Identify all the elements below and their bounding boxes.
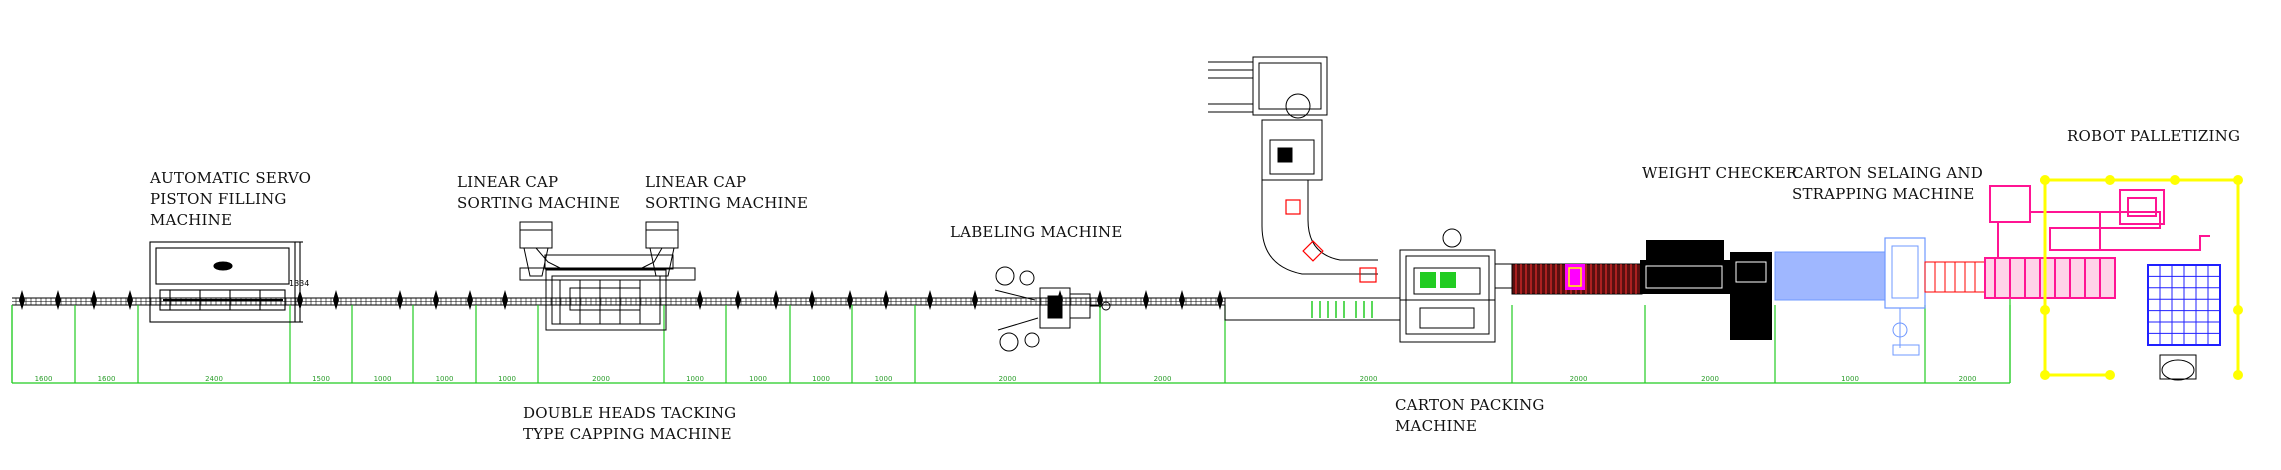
palletizer-base xyxy=(2159,354,2197,381)
bottle-rows xyxy=(1311,301,1373,318)
dimension-value: 1000 xyxy=(1841,375,1859,383)
label-capping-machine: DOUBLE HEADS TACKING TYPE CAPPING MACHIN… xyxy=(523,403,736,445)
dimension-value: 1600 xyxy=(35,375,53,383)
dimension-value: 2000 xyxy=(1701,375,1719,383)
weight-checker-line-1: WEIGHT CHECKER xyxy=(1642,164,1798,182)
label-carton-sealing: CARTON SELAING AND STRAPPING MACHINE xyxy=(1792,163,1983,205)
dimension-values: 1600 1600 2400 1500 1000 1000 1000 2000 1000 1000… xyxy=(35,375,1977,383)
label-carton-packing: CARTON PACKING MACHINE xyxy=(1395,395,1545,437)
label-cap-sorting-1: LINEAR CAP SORTING MACHINE xyxy=(457,172,620,214)
robot-arm-frame xyxy=(2040,178,2240,377)
packing-green-blocks xyxy=(1420,272,1456,288)
label-labeling-machine: LABELING MACHINE xyxy=(950,222,1122,243)
dimension-value: 2000 xyxy=(1570,375,1588,383)
conveyor-star-wheels xyxy=(19,290,1223,310)
label-cap-sorting-2: LINEAR CAP SORTING MACHINE xyxy=(645,172,808,214)
cap-sorter-1 xyxy=(519,221,561,277)
dimension-ticks xyxy=(11,305,2011,383)
dimension-value: 1000 xyxy=(686,375,704,383)
cap-sorting-1-line-2: SORTING MACHINE xyxy=(457,194,621,212)
dimension-value: 1000 xyxy=(436,375,454,383)
capping-machine xyxy=(519,254,696,331)
star-wheel xyxy=(502,290,508,310)
filler-height-dim: 1334 xyxy=(289,279,309,288)
star-wheel xyxy=(883,290,889,310)
carton-infeed-machine xyxy=(1208,56,1378,275)
dimension-value: 2000 xyxy=(1154,375,1172,383)
robot-arm-joints xyxy=(2040,175,2243,380)
filling-line-1: AUTOMATIC SERVO xyxy=(150,169,312,187)
sealer-to-robot-conveyor xyxy=(1924,261,1986,293)
star-wheel xyxy=(397,290,403,310)
filling-line-2: PISTON FILLING xyxy=(150,190,287,208)
star-wheel xyxy=(333,290,339,310)
dimension-value: 2400 xyxy=(205,375,223,383)
dimension-value: 2000 xyxy=(1959,375,1977,383)
robot-frame xyxy=(1984,185,2210,299)
star-wheel xyxy=(735,290,741,310)
carton-sealing-machine xyxy=(1774,237,1926,356)
cap-sorter-2 xyxy=(641,221,679,277)
carton-highlight xyxy=(1565,264,1585,290)
star-wheel xyxy=(1097,290,1103,310)
carton-packing-line-2: MACHINE xyxy=(1395,417,1478,435)
labeling-line-1: LABELING MACHINE xyxy=(950,223,1123,241)
star-wheel xyxy=(19,290,25,310)
carton-sealing-line-2: STRAPPING MACHINE xyxy=(1792,185,1975,203)
star-wheel xyxy=(467,290,473,310)
dimension-value: 1600 xyxy=(98,375,116,383)
star-wheel xyxy=(697,290,703,310)
carton-markers xyxy=(1285,199,1377,283)
carton-packing-machine xyxy=(1399,228,1512,343)
main-conveyor xyxy=(12,297,1225,306)
star-wheel xyxy=(1143,290,1149,310)
dimension-value: 2000 xyxy=(1360,375,1378,383)
labeling-machine xyxy=(994,266,1111,352)
weight-checker-unit xyxy=(1640,240,1772,340)
capping-line-2: TYPE CAPPING MACHINE xyxy=(523,425,732,443)
dimension-value: 2000 xyxy=(999,375,1017,383)
dimension-value: 2000 xyxy=(592,375,610,383)
star-wheel xyxy=(433,290,439,310)
star-wheel xyxy=(972,290,978,310)
carton-packing-line-1: CARTON PACKING xyxy=(1395,396,1545,414)
label-robot-palletizing: ROBOT PALLETIZING xyxy=(2067,126,2240,147)
dimension-value: 1000 xyxy=(749,375,767,383)
star-wheel xyxy=(127,290,133,310)
star-wheel xyxy=(773,290,779,310)
cap-sorting-2-line-2: SORTING MACHINE xyxy=(645,194,809,212)
dimension-value: 1000 xyxy=(812,375,830,383)
star-wheel xyxy=(927,290,933,310)
pallet-grid xyxy=(2147,264,2221,346)
label-weight-checker: WEIGHT CHECKER xyxy=(1642,163,1797,184)
robot-line-1: ROBOT PALLETIZING xyxy=(2067,127,2241,145)
cap-sorting-2-line-1: LINEAR CAP xyxy=(645,173,747,191)
capping-line-1: DOUBLE HEADS TACKING xyxy=(523,404,737,422)
star-wheel xyxy=(1217,290,1223,310)
star-wheel xyxy=(91,290,97,310)
dimension-value: 1500 xyxy=(312,375,330,383)
dimension-value: 1000 xyxy=(374,375,392,383)
dimension-value: 1000 xyxy=(498,375,516,383)
piston-filling-machine xyxy=(149,241,303,323)
cap-sorting-1-line-1: LINEAR CAP xyxy=(457,173,559,191)
carton-sealing-line-1: CARTON SELAING AND xyxy=(1792,164,1983,182)
star-wheel xyxy=(1179,290,1185,310)
dimension-value: 1000 xyxy=(875,375,893,383)
star-wheel xyxy=(55,290,61,310)
label-filling-machine: AUTOMATIC SERVO PISTON FILLING MACHINE xyxy=(150,168,311,231)
star-wheel xyxy=(809,290,815,310)
filling-line-3: MACHINE xyxy=(150,211,233,229)
